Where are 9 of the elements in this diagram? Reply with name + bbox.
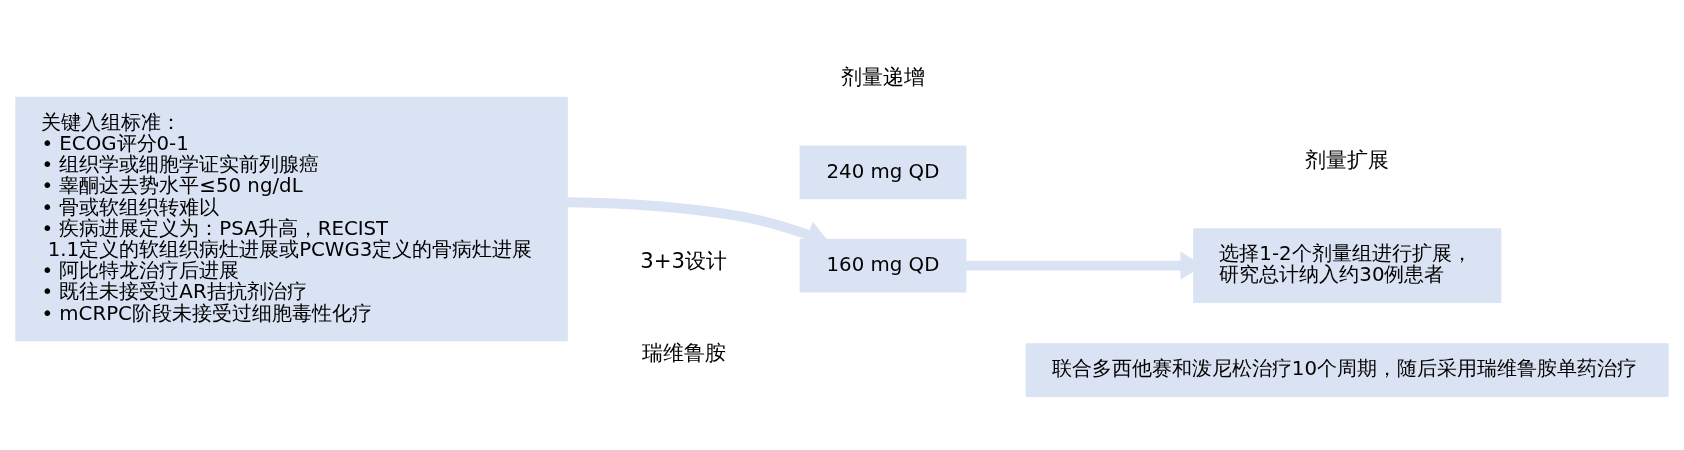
label: 剂量扩展 (1305, 147, 1390, 173)
label: 剂量递增 (840, 64, 925, 90)
node-box: 160 mg QD (799, 238, 967, 293)
node-box: 240 mg QD (799, 145, 967, 200)
label: 3+3设计 (640, 247, 728, 273)
node-box: 选择1-2个剂量组进行扩展，研究总计纳入约30例患者 (1193, 228, 1502, 304)
node-box: 关键入组标准： • ECOG评分0-1 • 组织学或细胞学证实前列腺癌 • 睾酮达去势水平≤50 ng/dL • 骨或软组织转难以 • 疾病进展定义为：PSA升高，RECIST 1.1定义的软组织病灶进展或PCWG3定义的骨病灶进展 • 阿比特龙治疗后进展 • 既往未接受过AR拮抗剂治疗 • mCRPC阶段未接受过细胞毒性化疗 (15, 96, 568, 342)
node-box: 联合多西他赛和泼尼松治疗10个周期，随后采用瑞维鲁胺单药治疗 (1025, 343, 1669, 398)
label: 瑞维鲁胺 (641, 339, 726, 365)
